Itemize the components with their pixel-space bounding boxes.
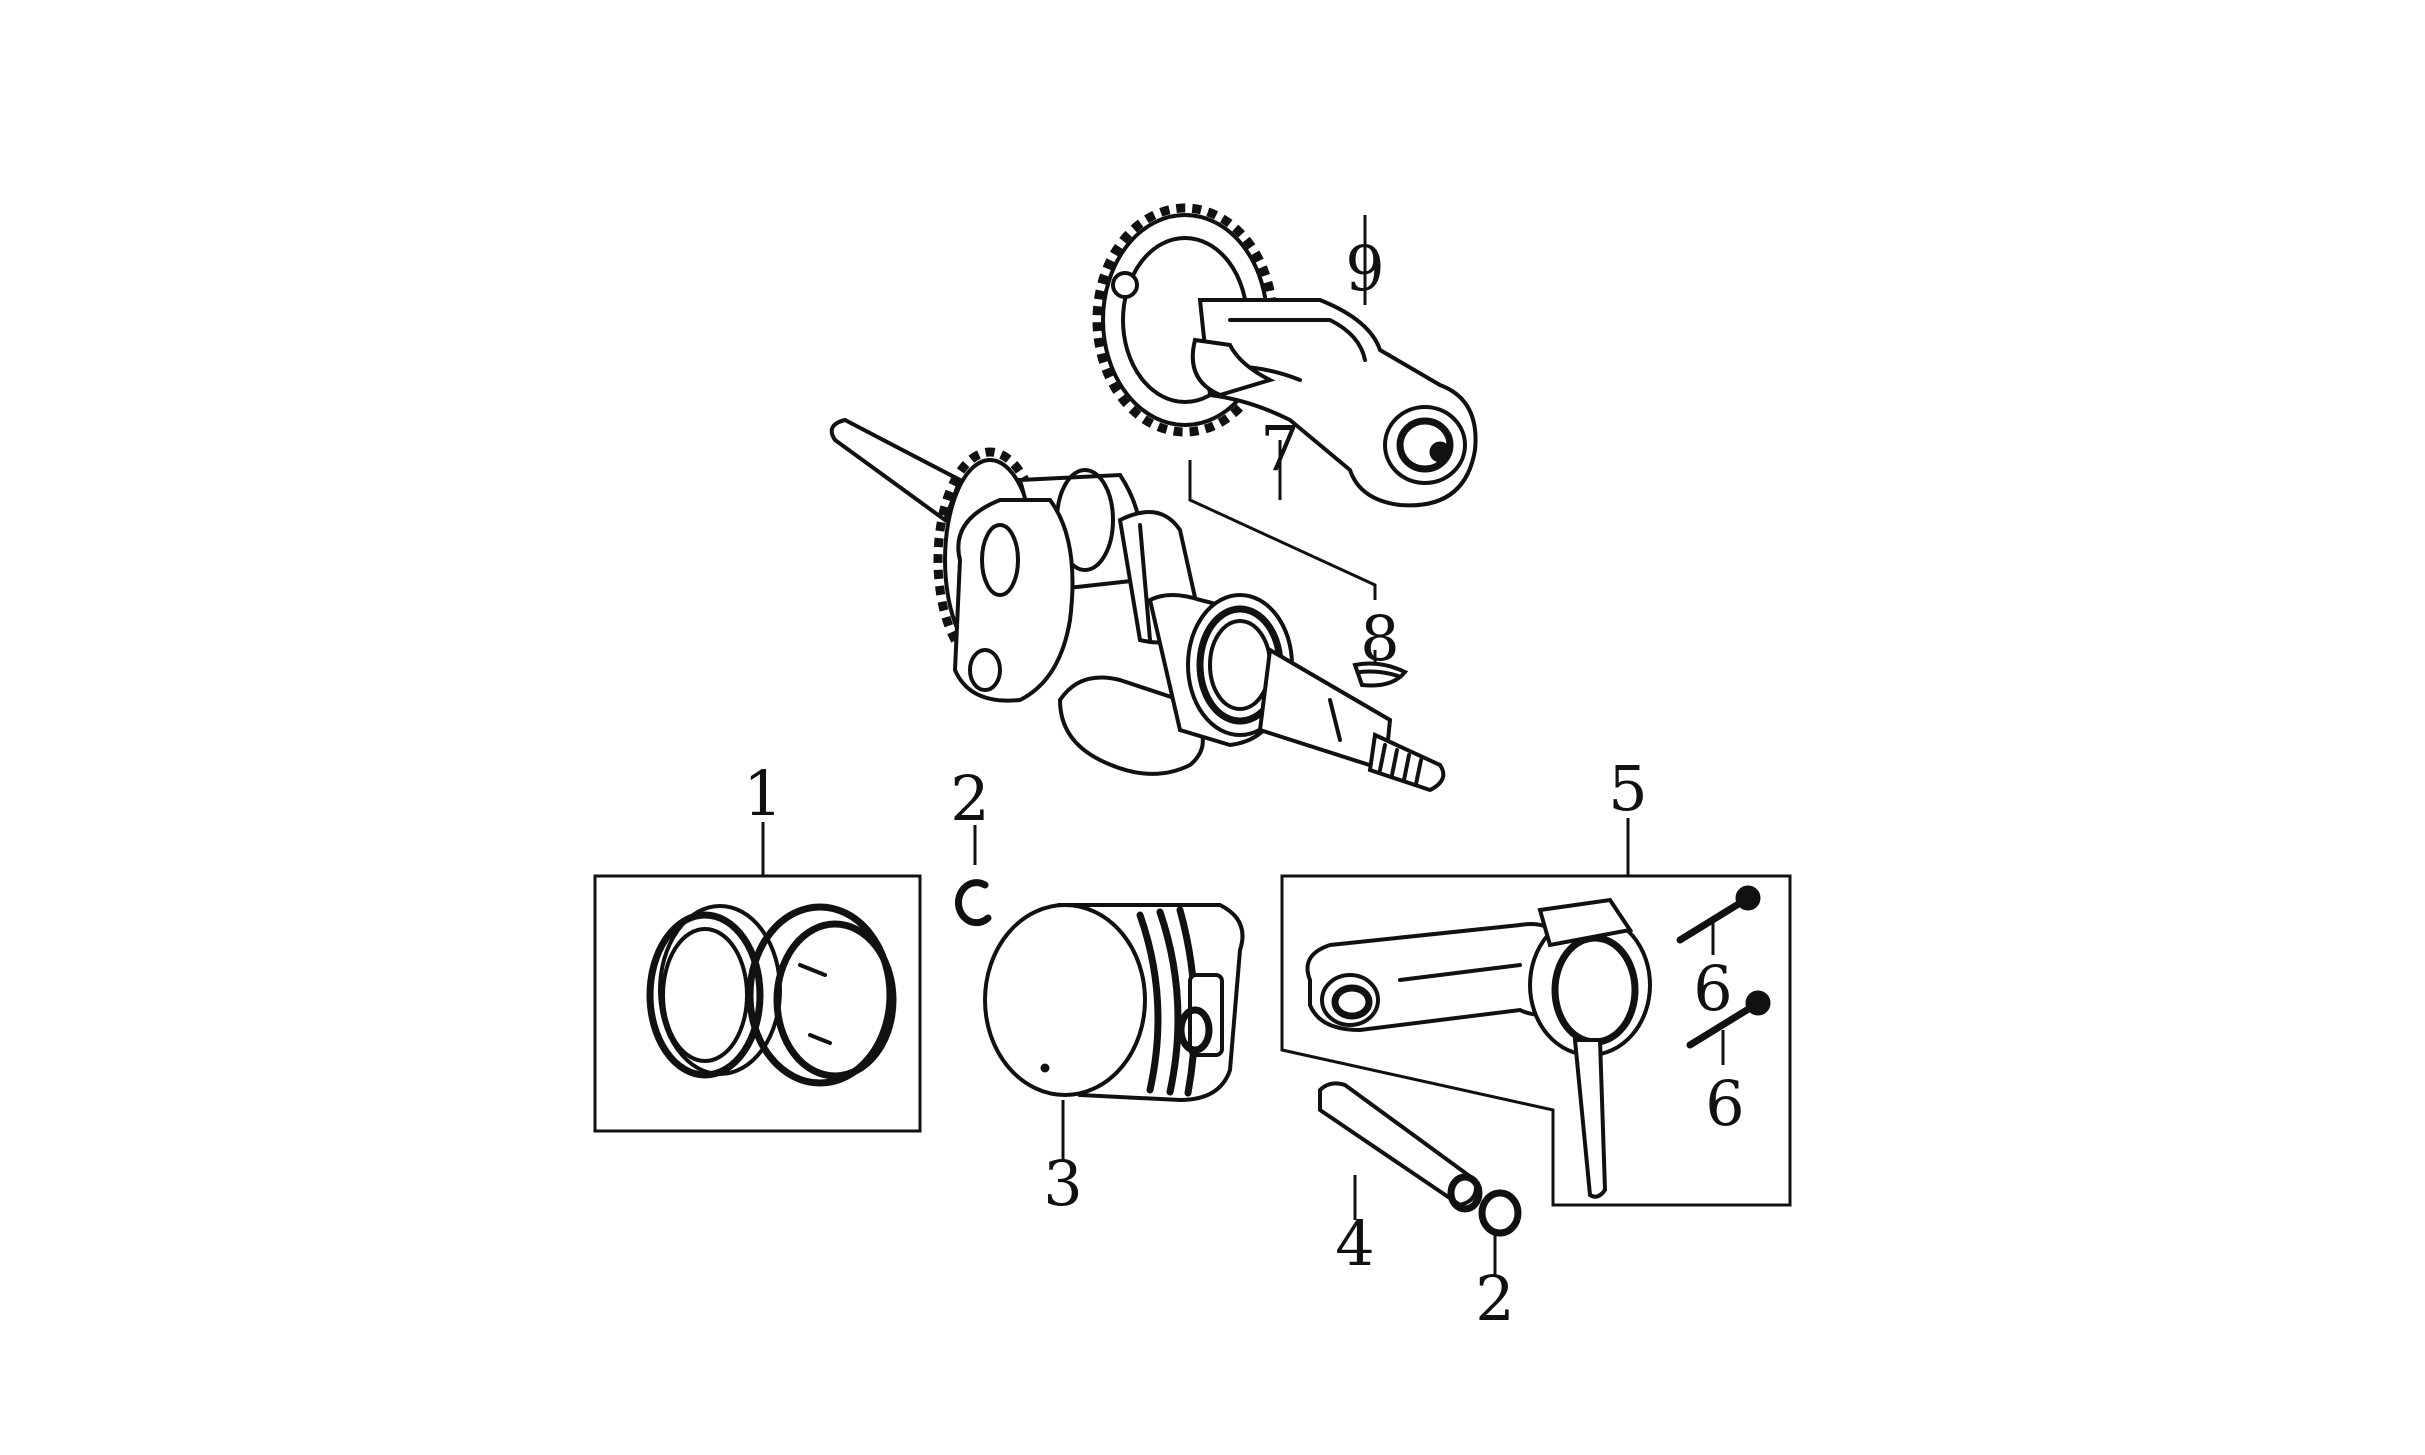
leader-lines <box>761 215 1725 1275</box>
label-piston: 3 <box>1043 1147 1082 1220</box>
label-piston-rings: 1 <box>743 757 782 830</box>
label-rod-bolt-upper: 6 <box>1693 952 1732 1025</box>
piston-rings <box>593 874 922 1133</box>
connecting-rod <box>1280 874 1792 1207</box>
label-piston-pin-clip-top: 2 <box>950 762 989 835</box>
label-crankshaft: 7 <box>1260 412 1299 485</box>
label-connecting-rod: 5 <box>1608 752 1647 825</box>
crankshaft <box>829 417 1446 793</box>
leader-7 <box>1188 460 1377 600</box>
label-rod-bolt-lower: 6 <box>1705 1067 1744 1140</box>
label-woodruff-key: 8 <box>1360 602 1399 675</box>
piston <box>983 903 1245 1103</box>
piston-pin-clip-top <box>955 879 992 927</box>
rod-bolt-lower <box>1686 990 1771 1049</box>
rod-bolt-upper <box>1676 885 1761 944</box>
piston-pin <box>1318 1081 1483 1213</box>
woodruff-key <box>1352 661 1409 688</box>
piston-pin-clip-bottom <box>1478 1189 1522 1237</box>
camshaft <box>1092 203 1478 508</box>
label-piston-pin: 4 <box>1335 1207 1374 1280</box>
part-labels: 9 7 8 1 2 3 4 2 5 6 6 <box>743 232 1744 1335</box>
label-camshaft: 9 <box>1345 232 1384 305</box>
label-piston-pin-clip-bottom: 2 <box>1475 1262 1514 1335</box>
